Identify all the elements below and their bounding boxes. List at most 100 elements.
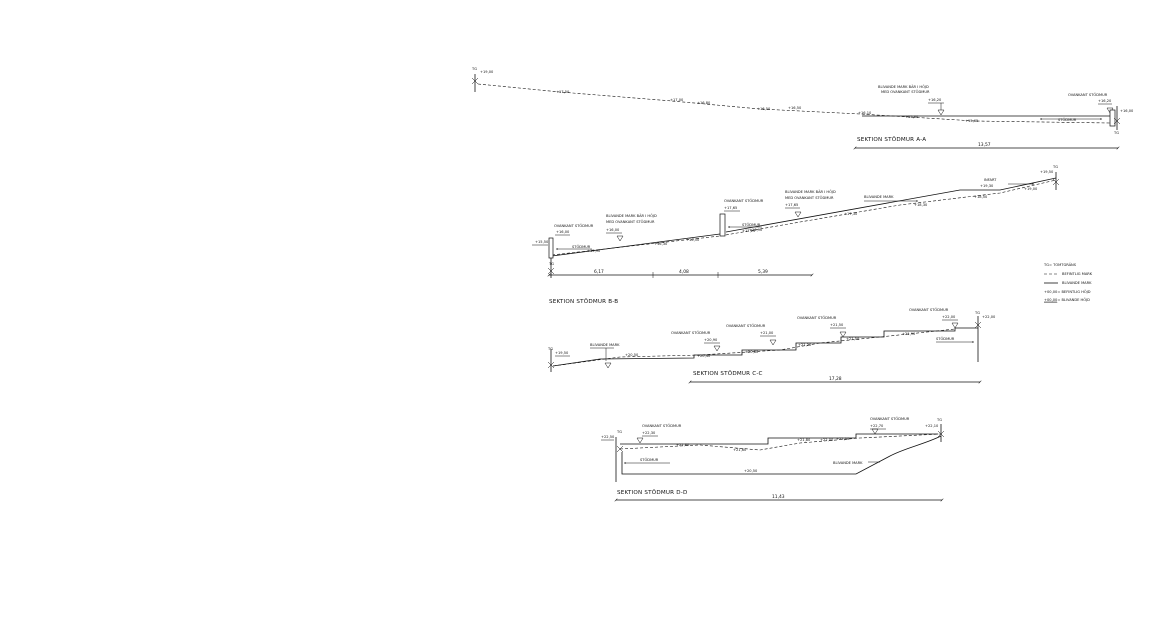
finished-ground-tag: BLIVANDE MARK (833, 461, 863, 465)
section-bb: +15,90 +16,30 +16,50 +16,90 +17,30 +18,3… (532, 165, 1060, 305)
ground-level: +21,90 (902, 332, 916, 336)
finished-ground-tag: BLIVANDE MARK (864, 195, 894, 199)
level-label: +20,50 (625, 353, 639, 357)
ground-level: +21,60 (733, 448, 747, 452)
ground-level: +15,60 (905, 115, 919, 119)
level-sample: +00,00 (1044, 298, 1058, 302)
existing-ground-line (477, 83, 1111, 124)
ground-level: +17,50 (556, 90, 570, 94)
ground-level: +18,50 (974, 195, 988, 199)
tg-label: TG (471, 67, 477, 71)
level-label: +19,50 (1040, 170, 1054, 174)
section-dd: +22,50 TG +21,80 +21,60 +21,80 +22,00 +2… (601, 416, 945, 502)
level-label: +19,50 (555, 351, 569, 355)
section-title: SEKTION STÖDMUR C-C (693, 370, 763, 377)
tg-label: TG (936, 418, 942, 422)
level-label: +17,25 (742, 229, 755, 233)
level-label: +22,30 (642, 431, 656, 435)
level-label: +16,00 (606, 228, 620, 232)
level-label: +16,00 (1120, 109, 1134, 113)
level-label: +16,00 (556, 230, 570, 234)
ground-level: +17,00 (670, 98, 684, 102)
ground-level: +16,10 (858, 111, 872, 115)
legend-existing: BEFINTLIG MARK (1062, 272, 1093, 276)
level-label: +19,30 (980, 184, 994, 188)
legend: TG= TOMTGRÄNS BEFINTLIG MARK BLIVANDE MA… (1043, 262, 1093, 303)
wall-label: OVANKANT STÖDMUR (554, 223, 594, 228)
ground-level: +19,00 (1024, 187, 1038, 191)
wall-label: OVANKANT STÖDMUR (870, 416, 910, 421)
wall-label: OVANKANT STÖDMUR (724, 198, 764, 203)
level-label: +22,00 (982, 315, 996, 319)
level-label: +20,90 (704, 338, 718, 342)
ground-level: +16,50 (686, 238, 700, 242)
existing-ground-line (551, 179, 1057, 256)
ground-level: +21,80 (676, 443, 690, 447)
section-cc: +20,40 +20,80 +21,20 +21,50 +21,90 TG +1… (547, 307, 996, 384)
section-aa: TG +19,00 +17,50 +17,00 +16,80 +16,50 +1… (471, 67, 1134, 150)
existing-ground-line (619, 433, 941, 451)
level-label: +22,10 (925, 424, 939, 428)
legend-tg: TG= TOMTGRÄNS (1043, 262, 1077, 267)
dimension-value: 13,57 (978, 142, 991, 148)
ground-level: +20,80 (745, 350, 759, 354)
tg-label: TG (616, 430, 622, 434)
ground-level: +16,80 (697, 101, 711, 105)
wall-label: OVANKANT STÖDMUR (642, 423, 682, 428)
ground-level: +21,50 (846, 337, 860, 341)
section-title: SEKTION STÖDMUR B-B (549, 298, 618, 305)
dimension-value: 17,28 (829, 376, 842, 382)
ground-level: +16,30 (654, 242, 668, 246)
wall-label: OVANKANT STÖDMUR (726, 323, 766, 328)
tg-label: TG (974, 311, 980, 315)
level-label: +20,50 (744, 469, 758, 473)
dimension-value: 11,43 (772, 494, 785, 500)
wall-label: OVANKANT STÖDMUR (1068, 92, 1108, 97)
existing-ground-line (552, 328, 956, 367)
note-line: MED OVANKANT STÖDMUR (785, 195, 834, 200)
retaining-wall (719, 213, 726, 237)
ground-level: +18,30 (914, 203, 928, 207)
ground-level: +22,00 (820, 438, 834, 442)
wall-label: OVANKANT STÖDMUR (671, 330, 711, 335)
finished-ground-tag: BLIVANDE MARK (590, 343, 620, 347)
legend-finished: BLIVANDE MARK (1062, 281, 1092, 285)
note-line: BLIVANDE MARK BÄR I HÖJD (785, 189, 836, 194)
level-label: +21,50 (830, 323, 844, 327)
level-label: +17,65 (724, 206, 737, 210)
level-sample: +00,00 (1044, 290, 1058, 294)
level-label: +22,00 (942, 315, 956, 319)
ground-level: +21,80 (797, 438, 811, 442)
finished-ground-line (620, 433, 938, 445)
retaining-wall (548, 237, 554, 259)
section-title: SEKTION STÖDMUR A-A (857, 136, 926, 143)
dimension-value: 6,17 (594, 269, 604, 275)
level-label: +17,65 (785, 203, 798, 207)
wall-tag: STÖDMUR (572, 244, 591, 249)
level-label: +22,50 (601, 435, 615, 439)
ground-level: +16,50 (757, 107, 771, 111)
wall-tag: STÖDMUR (936, 336, 955, 341)
ground-level: +15,90 (587, 249, 601, 253)
wall-tag: STÖDMUR (742, 222, 761, 227)
retaining-wall (1109, 109, 1116, 127)
level-label: +19,00 (480, 70, 494, 74)
ground-level: +15,65 (965, 119, 978, 123)
infart-label: INFART (984, 178, 997, 182)
note-line: MED OVANKANT STÖDMUR (606, 219, 655, 224)
ground-level: +16,50 (788, 106, 802, 110)
dimension-value: 4,08 (679, 269, 689, 275)
wall-tag: STÖDMUR (640, 457, 659, 462)
tg-marker-left: TG +19,00 (471, 67, 494, 92)
section-title: SEKTION STÖDMUR D-D (617, 489, 687, 496)
ground-level: +22,10 (836, 437, 850, 441)
tg-label: TG (548, 262, 554, 266)
level-label: +16,20 (928, 98, 942, 102)
finished-ground-line (552, 327, 978, 367)
legend-finished-level: +00,00= BLIVANDE HÖJD (1044, 297, 1090, 302)
tg-label: TG (1052, 165, 1058, 169)
ground-level: +16,90 (749, 228, 763, 232)
wall-label: OVANKANT STÖDMUR (797, 315, 837, 320)
note-line: BLIVANDE MARK BÄR I HÖJD (606, 213, 657, 218)
